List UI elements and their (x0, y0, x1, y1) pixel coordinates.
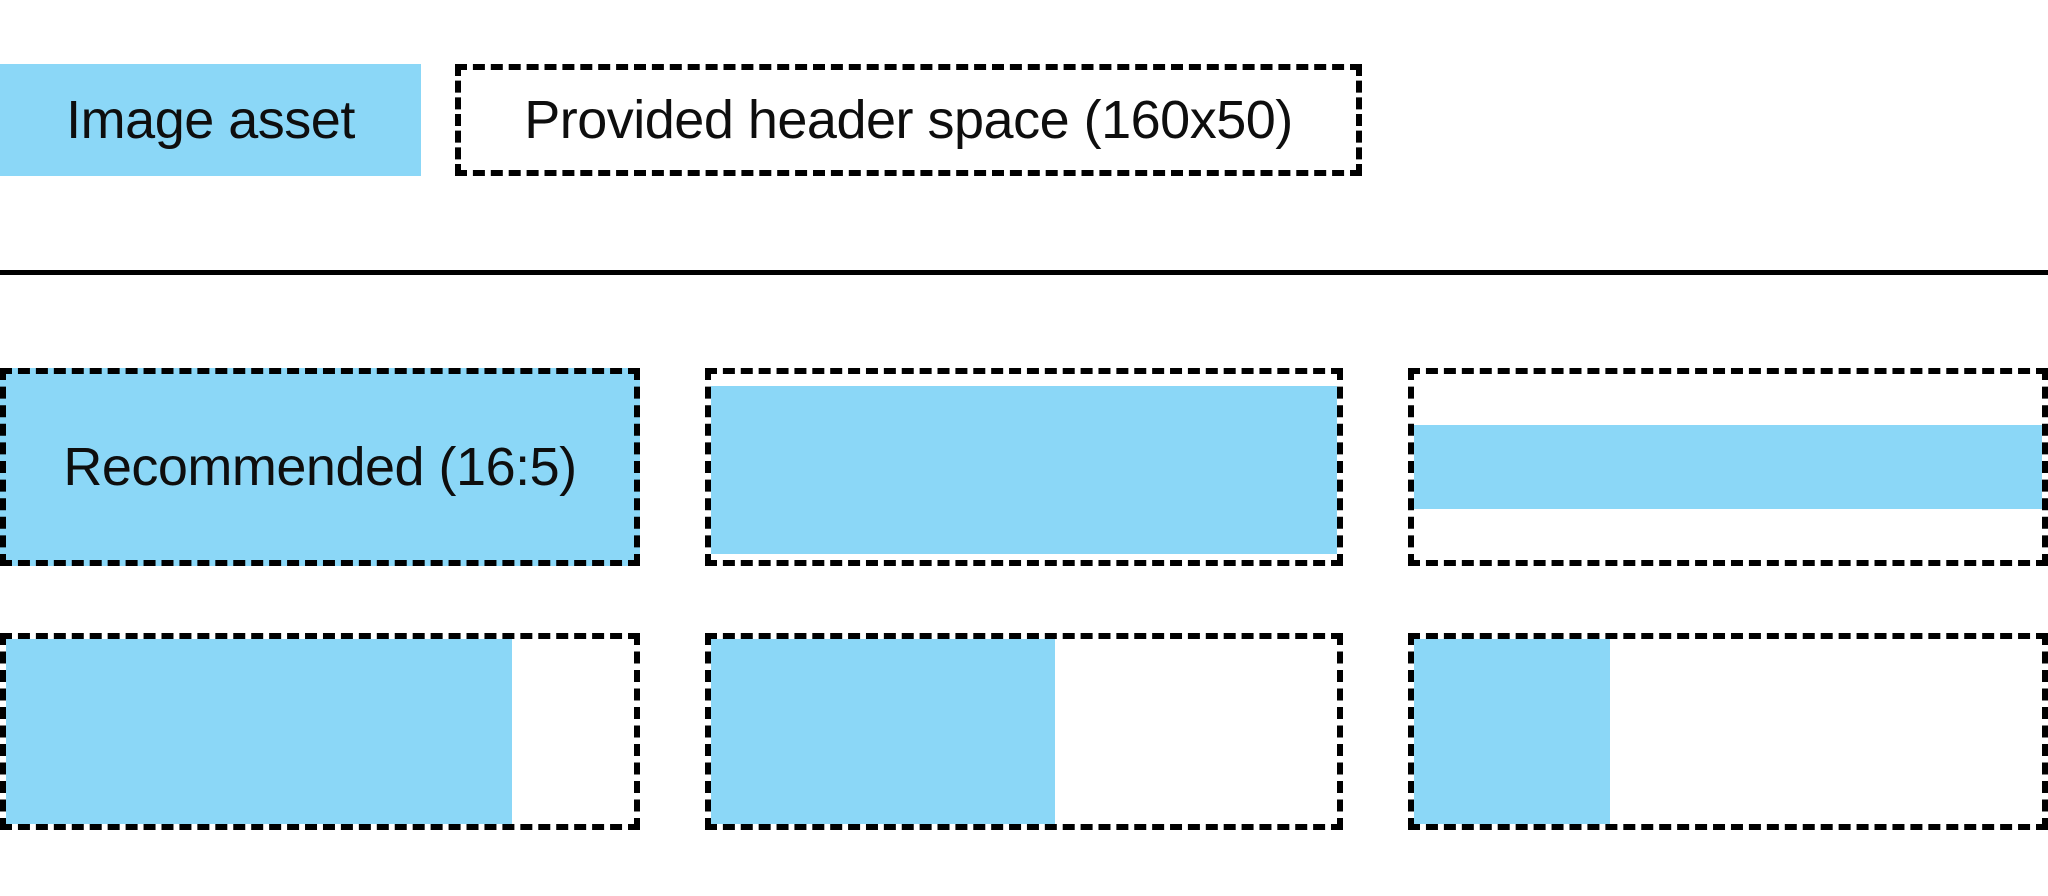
section-divider-line (0, 270, 2048, 275)
recommended-ratio-label: Recommended (16:5) (63, 437, 577, 497)
example-header-space-cell (1408, 368, 2048, 566)
image-asset-legend-swatch: Image asset (0, 64, 421, 176)
example-recommended-cell: Recommended (16:5) (0, 368, 640, 566)
provided-header-space-label: Provided header space (160x50) (524, 90, 1293, 150)
example-header-space-cell (705, 633, 1343, 830)
image-asset-fill (1414, 425, 2042, 509)
image-asset-legend-label: Image asset (66, 90, 355, 150)
image-asset-fill (1414, 639, 1610, 824)
image-asset-fill (711, 639, 1056, 824)
example-header-space-cell (1408, 633, 2048, 830)
example-header-space-cell (0, 633, 640, 830)
example-header-space-cell (705, 368, 1343, 566)
image-asset-fill (711, 386, 1337, 554)
image-asset-fill (6, 639, 513, 824)
provided-header-space-box: Provided header space (160x50) (455, 64, 1362, 176)
